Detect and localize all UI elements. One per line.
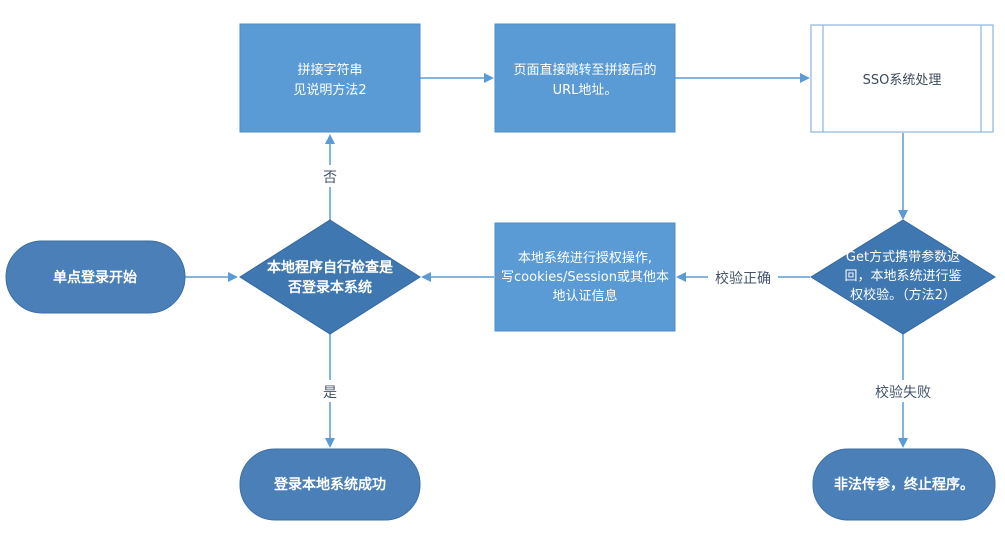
sso-text: SSO系统处理: [863, 73, 942, 88]
authorize-node: 本地系统进行授权操作, 写cookies/Session或其他本 地认证信息: [494, 222, 676, 332]
concat-shape: [239, 23, 421, 133]
verify-fail-label: 校验失败: [875, 384, 931, 401]
verify-fail-label-bg: [868, 380, 938, 402]
redirect-text-line2: URL地址。: [553, 83, 618, 98]
yes-label-bg: [318, 380, 342, 402]
illegal-node: 非法传参，终止程序。: [812, 448, 996, 521]
check-text-line1: 本地程序自行检查是: [267, 259, 394, 276]
authorize-shape: [494, 222, 676, 332]
verify-shape: [810, 219, 996, 335]
start-node: 单点登录开始: [5, 240, 186, 314]
sso-node: SSO系统处理: [810, 24, 994, 133]
check-text-line2: 否登录本系统: [287, 279, 372, 296]
no-label: 否: [323, 170, 337, 186]
redirect-text-line1: 页面直接跳转至拼接后的: [513, 62, 656, 78]
verify-ok-label: 校验正确: [715, 270, 771, 287]
no-label-bg: [318, 165, 342, 187]
concat-text-line1: 拼接字符串: [297, 62, 362, 78]
success-node: 登录本地系统成功: [239, 448, 421, 521]
success-shape: [239, 448, 421, 521]
concat-node: 拼接字符串 见说明方法2: [239, 23, 421, 133]
redirect-shape: [494, 23, 676, 133]
authorize-text-line2: 写cookies/Session或其他本: [501, 270, 669, 285]
success-text: 登录本地系统成功: [273, 476, 386, 493]
start-text: 单点登录开始: [53, 269, 137, 286]
redirect-node: 页面直接跳转至拼接后的 URL地址。: [494, 23, 676, 133]
authorize-text-line1: 本地系统进行授权操作,: [518, 250, 652, 266]
verify-ok-label-bg: [708, 266, 778, 288]
check-decision: 本地程序自行检查是 否登录本系统: [239, 219, 421, 335]
verify-text-line1: Get方式携带参数返: [846, 249, 960, 265]
verify-text-line2: 回，本地系统进行鉴: [844, 269, 961, 284]
start-shape: [5, 240, 186, 314]
sso-shape: [810, 24, 994, 133]
concat-text-line2: 见说明方法2: [293, 82, 366, 98]
yes-label: 是: [323, 385, 337, 401]
illegal-shape: [812, 448, 996, 521]
check-shape: [239, 219, 421, 335]
authorize-text-line3: 地认证信息: [552, 288, 617, 304]
verify-decision: Get方式携带参数返 回，本地系统进行鉴 权校验。（方法2）: [810, 219, 996, 335]
illegal-text: 非法传参，终止程序。: [834, 476, 974, 493]
verify-text-line3: 权校验。（方法2）: [850, 287, 956, 303]
